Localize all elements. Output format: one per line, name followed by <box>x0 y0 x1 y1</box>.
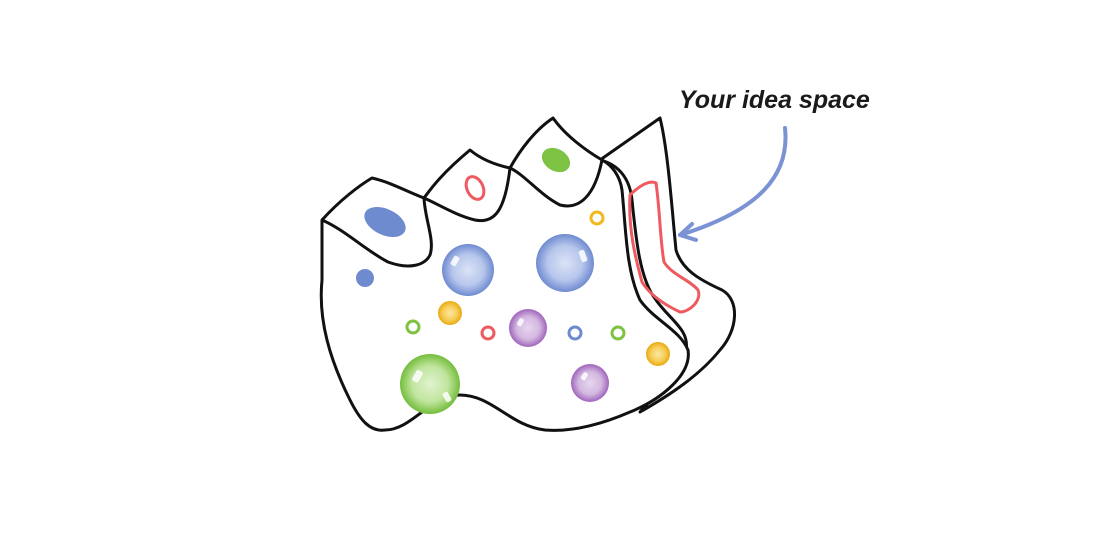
red-rounded-outline-icon <box>628 180 701 314</box>
fold-curve-3 <box>509 159 604 208</box>
blue-ring-icon <box>567 325 583 341</box>
green-bubble-icon <box>400 354 460 414</box>
purple-bubble-icon <box>571 364 609 402</box>
bubble-highlights <box>412 249 588 403</box>
green-ellipse-icon <box>541 147 571 173</box>
blue-dot-icon <box>356 269 374 287</box>
red-ring-icon <box>480 325 496 341</box>
main-body-outline <box>319 116 690 432</box>
blue-bubble-icon <box>536 234 594 292</box>
arrow-icon <box>678 126 788 237</box>
yellow-ring-icon <box>589 210 605 226</box>
arrowhead-icon <box>678 222 698 242</box>
green-ring-icon <box>405 319 421 335</box>
red-ring-icon <box>464 175 486 201</box>
purple-bubble-icon <box>509 309 547 347</box>
yellow-bubble-icon <box>438 301 462 325</box>
yellow-bubble-icon <box>646 342 670 366</box>
idea-space-label: Your idea space <box>679 86 870 114</box>
fold-curve-2 <box>423 167 512 223</box>
fold-curve-1 <box>321 197 433 268</box>
blue-ellipse-icon <box>364 206 406 238</box>
green-ring-icon <box>610 325 626 341</box>
blue-bubble-icon <box>442 244 494 296</box>
